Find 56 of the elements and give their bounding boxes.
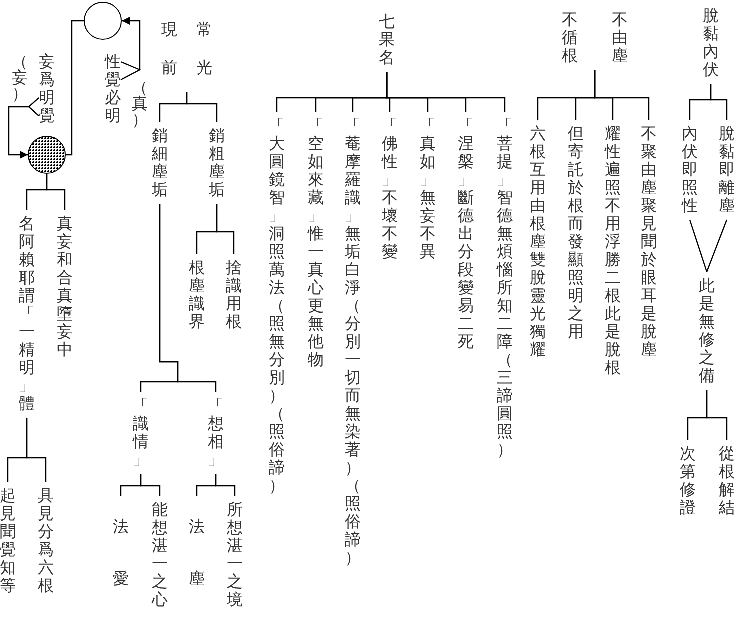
text-label: 捨識用根 (226, 259, 242, 331)
connector-line (159, 92, 188, 122)
connector-line (537, 70, 596, 120)
text-label: 耀性遍照不用浮勝二根此是脫根 (605, 125, 621, 377)
text-label: 「大圓鏡智」洞照萬法（照無分別）（照俗諦） (269, 117, 285, 495)
text-label: 銷細塵垢 (152, 127, 168, 199)
side-note: （妄） (12, 54, 28, 102)
text-label: 次第修證 (680, 445, 696, 517)
text-label: 此是無修之備 (699, 277, 715, 385)
connector-line (66, 20, 84, 156)
connector-line (7, 418, 28, 482)
connector-line (196, 474, 217, 496)
text-label: 法塵 (189, 516, 205, 590)
connector-line (120, 474, 142, 496)
connector-line (276, 72, 388, 112)
text-label: 不循根 (562, 11, 578, 65)
connector-line (689, 84, 712, 120)
text-label: 「涅槃」斷德出分段變易二死 (458, 117, 474, 351)
text-label: 「佛性」不壞不變 (382, 117, 398, 261)
text-label: 具見分爲六根 (38, 487, 54, 595)
text-label: 真妄和合真墮妄中 (57, 215, 73, 359)
circle (84, 2, 122, 40)
text-label: 性覺必明 (105, 53, 121, 125)
text-label: 銷粗塵垢 (209, 127, 225, 199)
connector-line (706, 220, 728, 272)
connector-line (26, 174, 48, 210)
side-note: （真） (132, 80, 148, 128)
text-label: 妄爲明覺 (39, 53, 55, 125)
text-label: 「真如」無妄不異 (420, 117, 436, 261)
text-label: 但寄託於根而發顯照明之用 (568, 125, 584, 341)
text-label: 脫黏內伏 (703, 7, 719, 79)
text-label: 常光 (196, 19, 212, 79)
text-label: 「菴摩羅識」無垢白淨（分別一切而無染著）（照俗諦） (345, 117, 361, 567)
text-label: 「想相」 (208, 397, 224, 469)
text-label: 「識情」 (133, 397, 149, 469)
text-label: 法愛 (113, 516, 129, 590)
text-label: 不由塵 (612, 11, 628, 65)
text-label: 不聚由塵聚見聞於眼耳是脫塵 (641, 125, 657, 359)
connector-line (689, 220, 708, 272)
connector-line (687, 390, 708, 440)
text-label: 六根互用由根塵雙脫靈光獨耀 (530, 125, 546, 359)
arrow (120, 17, 142, 81)
text-label: 根塵識界 (189, 259, 205, 331)
arrow (8, 97, 40, 159)
text-label: 能想湛一之心 (152, 501, 168, 609)
text-label: 七果名 (379, 13, 395, 67)
text-label: 名阿賴耶謂「一精明」體 (19, 215, 35, 413)
dotted-circle (28, 136, 66, 174)
connector-line (196, 204, 218, 254)
connector-line (140, 204, 179, 392)
text-label: 現前 (162, 19, 178, 79)
text-label: 「空如來藏」惟一真心更無他物 (308, 117, 324, 369)
text-label: 所想湛一之境 (227, 501, 243, 609)
text-label: 「菩提」智德無煩惱所知二障（三諦圓照） (497, 117, 513, 459)
text-label: 起見聞覺知等 (0, 487, 16, 595)
text-label: 內伏即照性 (682, 125, 698, 215)
